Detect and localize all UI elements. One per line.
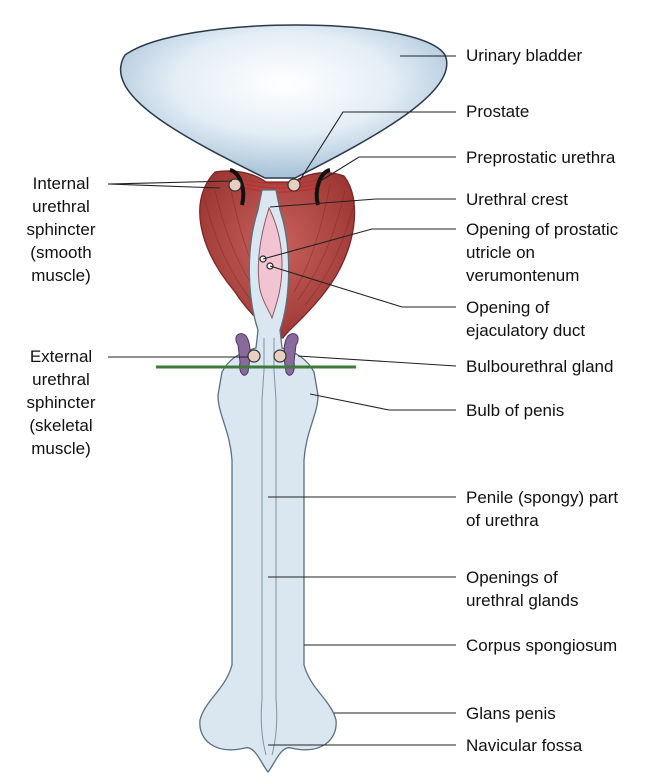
label-prostatic-utricle-3: verumontenum <box>466 265 579 286</box>
label-external-sphincter-3: sphincter <box>12 392 110 413</box>
label-penile-part-1: Penile (spongy) part <box>466 487 618 508</box>
internal-sphincter-dot-right <box>288 179 300 191</box>
external-sphincter-dot-left <box>248 350 260 362</box>
label-preprostatic-urethra: Preprostatic urethra <box>466 147 615 168</box>
external-sphincter-dot-right <box>274 350 286 362</box>
label-prostatic-utricle-1: Opening of prostatic <box>466 219 618 240</box>
urinary-bladder-shape <box>121 25 447 178</box>
label-prostatic-utricle-2: utricle on <box>466 242 535 263</box>
label-bulb-of-penis: Bulb of penis <box>466 400 564 421</box>
label-urethral-glands-1: Openings of <box>466 567 558 588</box>
label-glans-penis: Glans penis <box>466 703 556 724</box>
label-internal-sphincter-1: Internal <box>22 173 100 194</box>
label-external-sphincter-2: urethral <box>12 369 110 390</box>
label-penile-part-2: of urethra <box>466 510 539 531</box>
label-internal-sphincter-5: muscle) <box>12 265 110 286</box>
label-external-sphincter-5: muscle) <box>12 438 110 459</box>
label-urethral-glands-2: urethral glands <box>466 590 578 611</box>
label-urethral-crest: Urethral crest <box>466 189 568 210</box>
label-internal-sphincter-3: sphincter <box>12 219 110 240</box>
label-navicular-fossa: Navicular fossa <box>466 735 582 756</box>
label-external-sphincter-1: External <box>12 346 110 367</box>
label-corpus-spongiosum: Corpus spongiosum <box>466 635 617 656</box>
label-internal-sphincter-4: (smooth <box>12 242 110 263</box>
label-urinary-bladder: Urinary bladder <box>466 45 582 66</box>
label-external-sphincter-4: (skeletal <box>12 415 110 436</box>
label-internal-sphincter-2: urethral <box>22 196 100 217</box>
label-ejaculatory-duct-2: ejaculatory duct <box>466 320 585 341</box>
label-prostate: Prostate <box>466 101 529 122</box>
label-ejaculatory-duct-1: Opening of <box>466 297 549 318</box>
label-bulbourethral-gland: Bulbourethral gland <box>466 356 613 377</box>
